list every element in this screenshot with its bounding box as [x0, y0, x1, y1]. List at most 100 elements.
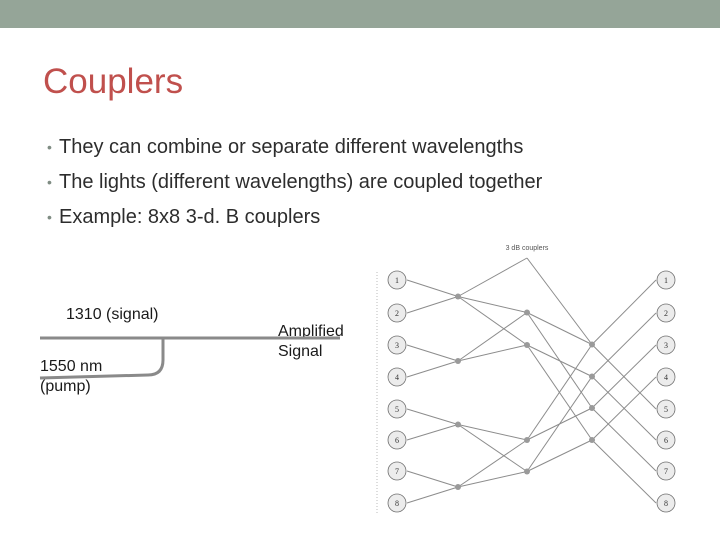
port-label: 8	[395, 499, 399, 508]
slide-top-bar	[0, 0, 720, 28]
bullet-list: • They can combine or separate different …	[47, 130, 542, 235]
port-circle	[656, 270, 676, 290]
coupler-node	[589, 405, 595, 411]
bullet-text: The lights (different wavelengths) are c…	[59, 171, 543, 193]
fiber-segment	[406, 279, 459, 297]
bullet-item: • The lights (different wavelengths) are …	[47, 165, 542, 200]
port-node: 4	[656, 367, 676, 387]
port-circle	[656, 399, 676, 419]
port-node: 5	[387, 399, 407, 419]
port-circle	[656, 461, 676, 481]
port-label: 7	[395, 467, 399, 476]
amplified-signal-label: Amplified Signal	[278, 322, 344, 362]
fiber-segment	[406, 296, 459, 314]
fiber-segment	[591, 279, 657, 345]
fiber-segment	[526, 312, 593, 409]
bullet-text: Example: 8x8 3-d. B couplers	[59, 206, 321, 228]
port-label: 7	[664, 467, 668, 476]
fiber-segment	[457, 424, 528, 441]
port-circle	[387, 461, 407, 481]
fiber-segment	[591, 344, 657, 409]
network-ports: 1 2 3 4 5 6 7 8 1 2 3 4 5 6 7 8	[387, 270, 676, 513]
port-label: 6	[395, 436, 399, 445]
port-label: 3	[395, 341, 399, 350]
bullet-text: They can combine or separate different w…	[59, 136, 524, 158]
port-label: 2	[664, 309, 668, 318]
fiber-segment	[526, 407, 593, 441]
fiber-segment	[406, 486, 459, 504]
coupler-node	[455, 421, 461, 428]
port-label: 2	[395, 309, 399, 318]
port-node: 4	[387, 367, 407, 387]
network-caption: 3 dB couplers	[506, 245, 549, 252]
port-circle	[387, 493, 407, 513]
coupler-node	[589, 341, 595, 348]
port-label: 4	[395, 373, 399, 382]
port-node: 2	[656, 303, 676, 323]
port-node: 5	[656, 399, 676, 419]
fiber-segment	[591, 376, 657, 441]
port-circle	[656, 493, 676, 513]
amplified-label-line: Signal	[278, 343, 323, 360]
port-label: 1	[395, 276, 399, 285]
coupler-node	[524, 342, 530, 348]
fiber-segment	[457, 439, 528, 488]
coupler-node	[455, 358, 461, 364]
port-node: 6	[656, 430, 676, 450]
coupler-node	[524, 468, 530, 475]
network-fibers	[376, 257, 657, 515]
port-circle	[387, 399, 407, 419]
fiber-segment	[457, 344, 528, 362]
port-node: 1	[656, 270, 676, 290]
fiber-segment	[406, 344, 459, 362]
fiber-segment	[526, 257, 593, 345]
fiber-segment	[591, 407, 657, 472]
coupler-node	[524, 309, 530, 316]
pump-label-line: 1550 nm	[40, 358, 103, 375]
port-label: 5	[664, 405, 668, 414]
port-circle	[656, 367, 676, 387]
fiber-segment	[457, 471, 528, 488]
fiber-segment	[526, 312, 593, 345]
port-label: 1	[664, 276, 668, 285]
coupler-node	[589, 437, 595, 443]
bullet-dot-icon: •	[47, 174, 52, 190]
coupler-network: 3 dB couplers 1 2 3 4 5 6 7 8 1 2 3 4 5 6 7 8	[376, 245, 676, 515]
pump-label-line: (pump)	[40, 378, 91, 395]
port-node: 7	[387, 461, 407, 481]
port-node: 8	[387, 493, 407, 513]
coupler-node	[589, 373, 595, 380]
fiber-segment	[457, 296, 528, 313]
bullet-dot-icon: •	[47, 209, 52, 225]
port-circle	[387, 270, 407, 290]
fiber-segment	[526, 439, 593, 472]
signal-label: 1310 (signal)	[66, 306, 159, 323]
coupler-node	[455, 293, 461, 300]
fiber-segment	[457, 424, 528, 472]
port-node: 7	[656, 461, 676, 481]
port-circle	[656, 335, 676, 355]
port-label: 4	[664, 373, 668, 382]
fiber-segment	[591, 312, 657, 377]
port-circle	[656, 303, 676, 323]
fiber-segment	[457, 312, 528, 362]
bullet-item: •They can combine or separate different …	[47, 130, 542, 165]
amplified-label-line: Amplified	[278, 323, 344, 340]
pump-fiber	[39, 338, 165, 380]
port-label: 8	[664, 499, 668, 508]
port-label: 3	[664, 341, 668, 350]
coupler-nodes	[455, 293, 595, 490]
fiber-segment	[591, 439, 657, 504]
fiber-segment	[406, 408, 459, 425]
coupler-node	[524, 437, 530, 443]
port-node: 1	[387, 270, 407, 290]
fiber-segment	[406, 360, 459, 378]
fiber-segment	[526, 344, 593, 441]
port-circle	[387, 367, 407, 387]
port-circle	[387, 430, 407, 450]
slide-title: Couplers	[43, 62, 184, 101]
port-circle	[387, 335, 407, 355]
coupler-sketch	[39, 336, 340, 380]
port-node: 6	[387, 430, 407, 450]
port-label: 6	[664, 436, 668, 445]
